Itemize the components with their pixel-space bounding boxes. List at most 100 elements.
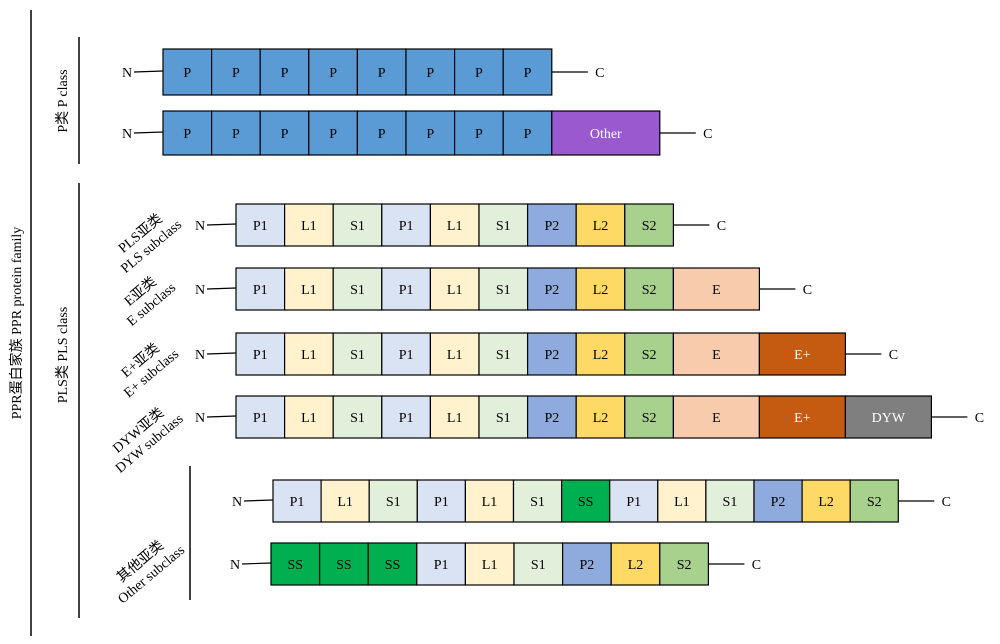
- motif-label: E+: [794, 411, 811, 426]
- motif-ss: [319, 542, 369, 586]
- motif-label: S1: [496, 411, 511, 426]
- motif-label: S1: [496, 348, 511, 363]
- motif-label: P1: [253, 411, 268, 426]
- motif-l1: [464, 542, 515, 586]
- motif-l2: [575, 267, 626, 311]
- motif-label: P2: [771, 495, 786, 510]
- n-terminus-label: N: [195, 283, 205, 298]
- motif-label: S2: [642, 283, 657, 298]
- motif-e: [672, 395, 761, 439]
- motif-e: [672, 332, 761, 376]
- motif-s1: [512, 479, 563, 523]
- motif-p: [259, 48, 310, 96]
- motif-s2: [624, 332, 674, 376]
- motif-label: L2: [593, 283, 609, 298]
- motif-label: P2: [545, 283, 560, 298]
- c-terminus-label: C: [889, 348, 898, 363]
- motif-s2: [659, 542, 709, 586]
- motif-l2: [575, 332, 626, 376]
- subclass-label-other: 其他亚类 Other subclass: [114, 538, 188, 608]
- motif-label: P: [329, 66, 337, 81]
- motif-label: P: [378, 66, 386, 81]
- motif-label: L1: [482, 558, 498, 573]
- motif-label: E+: [794, 348, 811, 363]
- c-terminus-label: C: [975, 411, 984, 426]
- family-label: PPR蛋白家族 PPR protein family: [8, 227, 25, 420]
- motif-ss: [560, 479, 611, 523]
- motif-label: P2: [545, 348, 560, 363]
- motif-label: P: [378, 127, 386, 142]
- subclass-label-dyw: DYW亚类 DYW subclass: [110, 405, 187, 477]
- motif-other: [551, 110, 661, 156]
- p-class-label: P类 P class: [55, 69, 71, 132]
- motif-l1: [284, 267, 334, 311]
- motif-label: P: [475, 127, 483, 142]
- motif-label: SS: [385, 558, 401, 573]
- motif-label: P1: [253, 219, 268, 234]
- motif-label: SS: [578, 495, 594, 510]
- motif-p: [308, 110, 358, 156]
- motif-label: S1: [496, 219, 511, 234]
- motif-p1: [235, 395, 286, 439]
- motif-label: P: [524, 127, 532, 142]
- motif-s2: [624, 203, 674, 247]
- motif-label: P2: [545, 411, 560, 426]
- motif-label: L1: [337, 495, 353, 510]
- motif-label: E: [712, 411, 721, 426]
- motif-label: L1: [301, 411, 317, 426]
- motif-label: P: [329, 127, 337, 142]
- n-terminus-line: [133, 131, 164, 134]
- motif-label: P: [232, 66, 240, 81]
- n-terminus-line: [206, 415, 237, 418]
- motif-p2: [526, 267, 577, 311]
- motif-label: P1: [434, 495, 449, 510]
- motif-label: P: [524, 66, 532, 81]
- motif-label: E: [712, 348, 721, 363]
- n-terminus-label: N: [195, 219, 205, 234]
- n-terminus-line: [206, 352, 237, 355]
- motif-label: P: [281, 127, 289, 142]
- motif-label: S1: [386, 495, 401, 510]
- motif-eplus: [758, 395, 847, 439]
- motif-label: S1: [350, 348, 365, 363]
- motif-s1: [332, 203, 383, 247]
- motif-label: SS: [336, 558, 352, 573]
- motif-p: [211, 48, 261, 96]
- motif-p: [356, 110, 407, 156]
- motif-p: [162, 110, 213, 156]
- motif-label: P: [426, 66, 434, 81]
- motif-dyw: [844, 395, 933, 439]
- motif-label: P1: [399, 411, 414, 426]
- subclass-label-e: E亚类 E subclass: [121, 274, 179, 330]
- motif-label: L2: [818, 495, 834, 510]
- motif-label: L2: [628, 558, 644, 573]
- motif-s1: [478, 203, 529, 247]
- motif-label: S2: [642, 348, 657, 363]
- motif-s1: [368, 479, 418, 523]
- motif-label: L1: [301, 348, 317, 363]
- motif-label: S2: [677, 558, 692, 573]
- motif-p2: [561, 542, 612, 586]
- motif-label: P1: [253, 348, 268, 363]
- n-terminus-label: N: [122, 66, 132, 81]
- n-terminus-line: [206, 287, 237, 290]
- c-terminus-label: C: [942, 495, 951, 510]
- motif-s1: [478, 267, 529, 311]
- motif-s1: [513, 542, 564, 586]
- motif-s1: [705, 479, 755, 523]
- c-terminus-label: C: [703, 127, 712, 142]
- motif-p: [211, 110, 261, 156]
- motif-p1: [381, 203, 431, 247]
- motif-p: [502, 48, 553, 96]
- motif-label: P2: [580, 558, 595, 573]
- motif-label: P: [475, 66, 483, 81]
- motif-s1: [332, 332, 383, 376]
- motif-label: L1: [447, 283, 463, 298]
